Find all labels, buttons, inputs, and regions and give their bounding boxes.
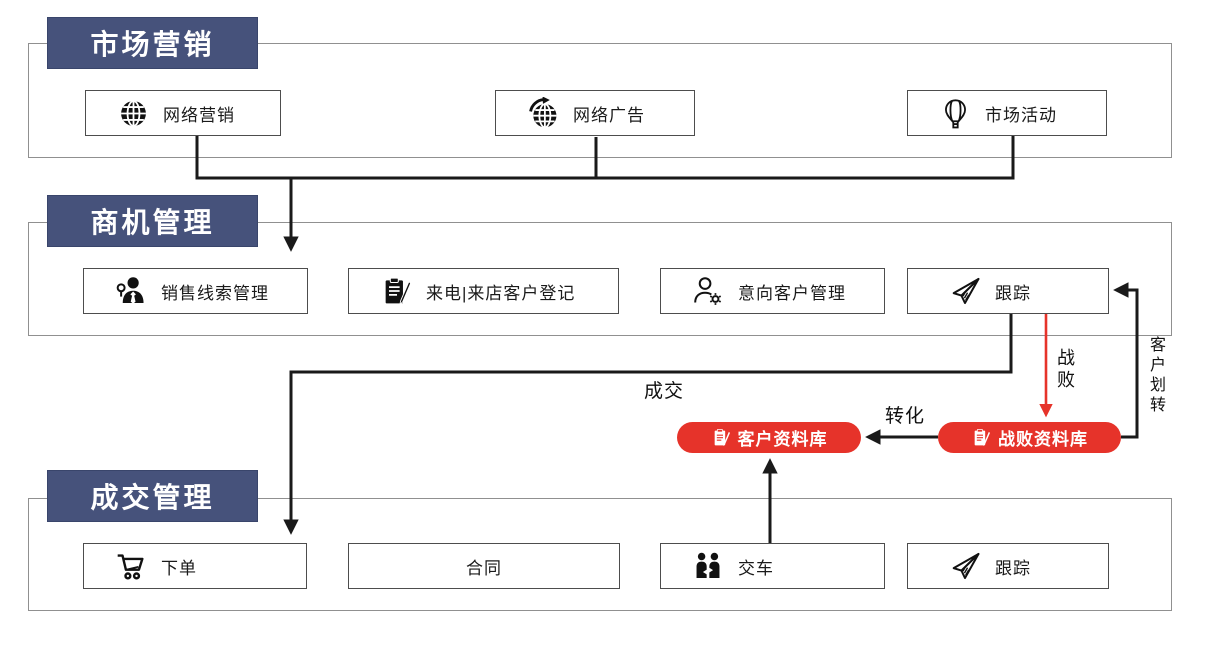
globe-refresh-icon [526, 96, 560, 130]
paper-plane-icon [948, 274, 982, 308]
edge-track-to-order [283, 314, 1013, 535]
node-label: 网络广告 [573, 105, 645, 125]
edge-label-deal: 成交 [644, 381, 685, 402]
node-label: 销售线索管理 [161, 283, 269, 303]
section-title-deal: 成交管理 [47, 470, 258, 522]
node-label: 跟踪 [995, 558, 1031, 578]
pill-lost-database: 战败资料库 [938, 422, 1121, 453]
pill-customer-database: 客户资料库 [677, 422, 861, 453]
node-place-order: 下单 [83, 543, 307, 589]
node-customer-registration: 来电|来店客户登记 [348, 268, 619, 314]
node-label: 下单 [161, 558, 197, 578]
node-track-opportunity: 跟踪 [907, 268, 1109, 314]
paper-plane-icon [948, 549, 982, 583]
edge-lostdb-to-track [1113, 282, 1139, 439]
pill-label: 战败资料库 [998, 430, 1088, 449]
globe-icon [116, 98, 150, 129]
node-car-delivery: 交车 [660, 543, 885, 589]
section-title-label: 市场营销 [90, 29, 215, 60]
node-sales-leads: 销售线索管理 [83, 268, 308, 314]
node-online-marketing: 网络营销 [85, 90, 281, 136]
clipboard-pen-icon [971, 428, 991, 448]
node-label: 合同 [466, 558, 502, 578]
section-title-label: 商机管理 [90, 207, 215, 238]
salesman-icon [114, 275, 148, 307]
node-label: 意向客户管理 [738, 283, 846, 303]
node-track-deal: 跟踪 [907, 543, 1109, 589]
node-online-ads: 网络广告 [495, 90, 695, 136]
section-title-opportunity: 商机管理 [47, 195, 258, 247]
edge-marketing-bus [195, 136, 1015, 180]
people-exchange-icon [691, 550, 725, 582]
edge-label-transfer: 客户划转 [1147, 336, 1164, 416]
edge-label-convert: 转化 [885, 406, 926, 427]
node-contract: 合同 [348, 543, 620, 589]
node-label: 交车 [738, 558, 774, 578]
pill-label: 客户资料库 [737, 430, 828, 449]
shopping-cart-icon [114, 549, 148, 583]
node-market-activity: 市场活动 [907, 90, 1107, 136]
customer-gear-icon [691, 275, 725, 307]
edge-label-lost: 战败 [1055, 348, 1075, 392]
hot-air-balloon-icon [938, 98, 972, 129]
node-label: 市场活动 [985, 105, 1057, 125]
section-title-marketing: 市场营销 [47, 17, 258, 69]
clipboard-pen-icon [379, 276, 413, 307]
section-title-label: 成交管理 [90, 482, 215, 513]
clipboard-pen-icon [711, 428, 731, 448]
node-label: 跟踪 [995, 283, 1031, 303]
node-label: 网络营销 [163, 105, 235, 125]
node-intent-customer-mgmt: 意向客户管理 [660, 268, 885, 314]
node-label: 来电|来店客户登记 [426, 283, 576, 303]
